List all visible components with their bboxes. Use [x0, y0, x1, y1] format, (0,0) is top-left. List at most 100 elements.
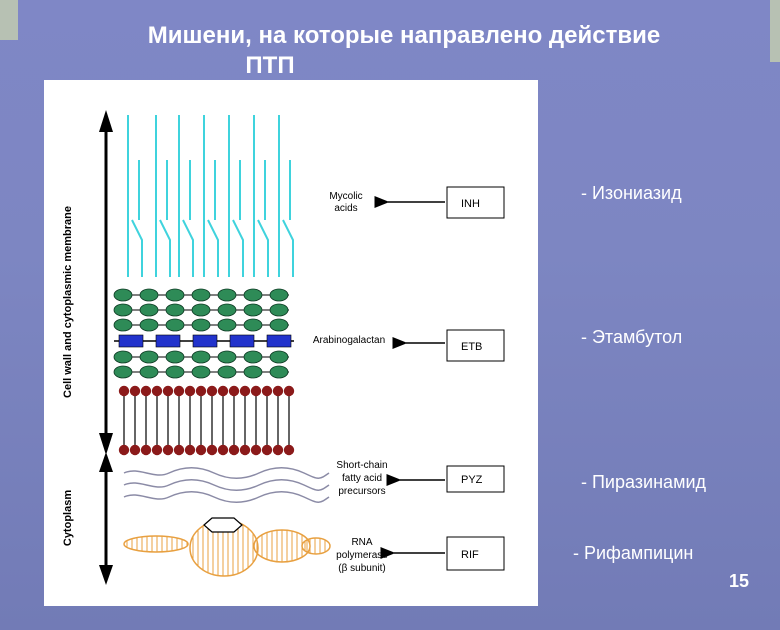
- target-label-fatty-acid: Short-chain fatty acid precursors: [336, 460, 387, 497]
- svg-text:polymerase: polymerase: [336, 550, 388, 561]
- sugar-oval: [218, 366, 236, 378]
- sugar-oval: [140, 304, 158, 316]
- target-label-arabinogalactan: Arabinogalactan: [313, 335, 385, 346]
- slide-title-line1: Мишени, на которые направлено действие: [14, 22, 780, 50]
- lipid-head: [218, 386, 228, 396]
- sugar-oval: [192, 319, 210, 331]
- lipid-head: [163, 386, 173, 396]
- lipid-head: [273, 445, 283, 455]
- lipid-head: [207, 445, 217, 455]
- svg-text:PYZ: PYZ: [461, 474, 483, 486]
- lipid-head: [196, 386, 206, 396]
- diagram-panel: Cell wall and cytoplasmic membrane Cytop…: [44, 80, 538, 606]
- sugar-oval: [166, 319, 184, 331]
- svg-text:acids: acids: [334, 203, 357, 214]
- mycolic-acids-structure: [128, 115, 293, 277]
- peptidoglycan-rect: [119, 335, 143, 347]
- svg-text:RIF: RIF: [461, 549, 479, 561]
- lipid-bilayer: [119, 386, 294, 455]
- peptidoglycan-rect: [156, 335, 180, 347]
- lipid-head: [141, 445, 151, 455]
- sugar-oval: [218, 289, 236, 301]
- page-number: 15: [729, 571, 749, 592]
- lipid-head: [141, 386, 151, 396]
- drug-box-pyz: PYZ: [447, 466, 504, 492]
- lipid-head: [130, 445, 140, 455]
- target-label-mycolic: Mycolic acids: [329, 191, 362, 214]
- cell-wall-double-arrow: [99, 110, 113, 455]
- lipid-head: [229, 445, 239, 455]
- sugar-oval: [114, 351, 132, 363]
- lipid-head: [240, 386, 250, 396]
- drug-name-isoniazid: - Изониазид: [581, 183, 682, 204]
- svg-text:Short-chain: Short-chain: [336, 460, 387, 471]
- sugar-oval: [218, 304, 236, 316]
- sugar-oval: [270, 366, 288, 378]
- drug-box-inh: INH: [447, 187, 504, 218]
- slide-title-line2: ПТП: [0, 52, 660, 80]
- sugar-oval: [140, 351, 158, 363]
- mycolic-branch: [132, 220, 142, 277]
- lipid-head: [284, 445, 294, 455]
- sugar-oval: [270, 351, 288, 363]
- drug-box-etb: ETB: [447, 330, 504, 361]
- sugar-oval: [218, 351, 236, 363]
- target-label-rna-polymerase: RNA polymerase (β subunit): [336, 537, 388, 574]
- sugar-oval: [270, 304, 288, 316]
- svg-text:Arabinogalactan: Arabinogalactan: [313, 335, 385, 346]
- lipid-head: [251, 445, 261, 455]
- mycolic-branch: [183, 220, 193, 277]
- lipid-head: [174, 386, 184, 396]
- mycolic-branch: [160, 220, 170, 277]
- sugar-oval: [192, 351, 210, 363]
- mycolic-branch: [258, 220, 268, 277]
- svg-text:RNA: RNA: [351, 537, 372, 548]
- sugar-oval: [192, 289, 210, 301]
- lipid-head: [152, 386, 162, 396]
- drug-box-rif: RIF: [447, 537, 504, 570]
- svg-text:fatty acid: fatty acid: [342, 473, 382, 484]
- lipid-head: [185, 386, 195, 396]
- sugar-oval: [114, 366, 132, 378]
- sugar-oval: [140, 319, 158, 331]
- sugar-oval: [192, 366, 210, 378]
- sugar-oval: [114, 304, 132, 316]
- sugar-oval: [244, 289, 262, 301]
- svg-text:precursors: precursors: [338, 486, 385, 497]
- svg-text:(β subunit): (β subunit): [338, 563, 385, 574]
- sugar-oval: [218, 319, 236, 331]
- lipid-head: [251, 386, 261, 396]
- lipid-head: [119, 386, 129, 396]
- beta-subunit-hexagon: [204, 518, 242, 532]
- drug-name-rifampicin: - Рифампицин: [573, 543, 693, 564]
- lipid-head: [174, 445, 184, 455]
- peptidoglycan-rect: [267, 335, 291, 347]
- sugar-oval: [166, 351, 184, 363]
- lipid-head: [262, 445, 272, 455]
- fatty-acid-precursors: [124, 468, 329, 503]
- lipid-head: [218, 445, 228, 455]
- sugar-oval: [166, 304, 184, 316]
- drug-name-ethambutol: - Этамбутол: [581, 327, 682, 348]
- cell-wall-diagram: Cell wall and cytoplasmic membrane Cytop…: [44, 80, 538, 606]
- rna-polymerase-structure: [124, 518, 330, 576]
- lipid-head: [163, 445, 173, 455]
- cell-wall-axis-label: Cell wall and cytoplasmic membrane: [62, 206, 74, 398]
- svg-text:INH: INH: [461, 198, 480, 210]
- peptidoglycan-rect: [193, 335, 217, 347]
- mycolic-branch: [208, 220, 218, 277]
- sugar-oval: [270, 319, 288, 331]
- cytoplasm-double-arrow: [99, 452, 113, 585]
- lipid-head: [284, 386, 294, 396]
- cytoplasm-axis-label: Cytoplasm: [62, 490, 74, 546]
- lipid-head: [262, 386, 272, 396]
- peptidoglycan-rect: [230, 335, 254, 347]
- lipid-head: [185, 445, 195, 455]
- mycolic-branch: [233, 220, 243, 277]
- arabinogalactan-layer: [114, 289, 294, 378]
- lipid-head: [207, 386, 217, 396]
- lipid-head: [229, 386, 239, 396]
- lipid-head: [240, 445, 250, 455]
- sugar-oval: [192, 304, 210, 316]
- sugar-oval: [114, 319, 132, 331]
